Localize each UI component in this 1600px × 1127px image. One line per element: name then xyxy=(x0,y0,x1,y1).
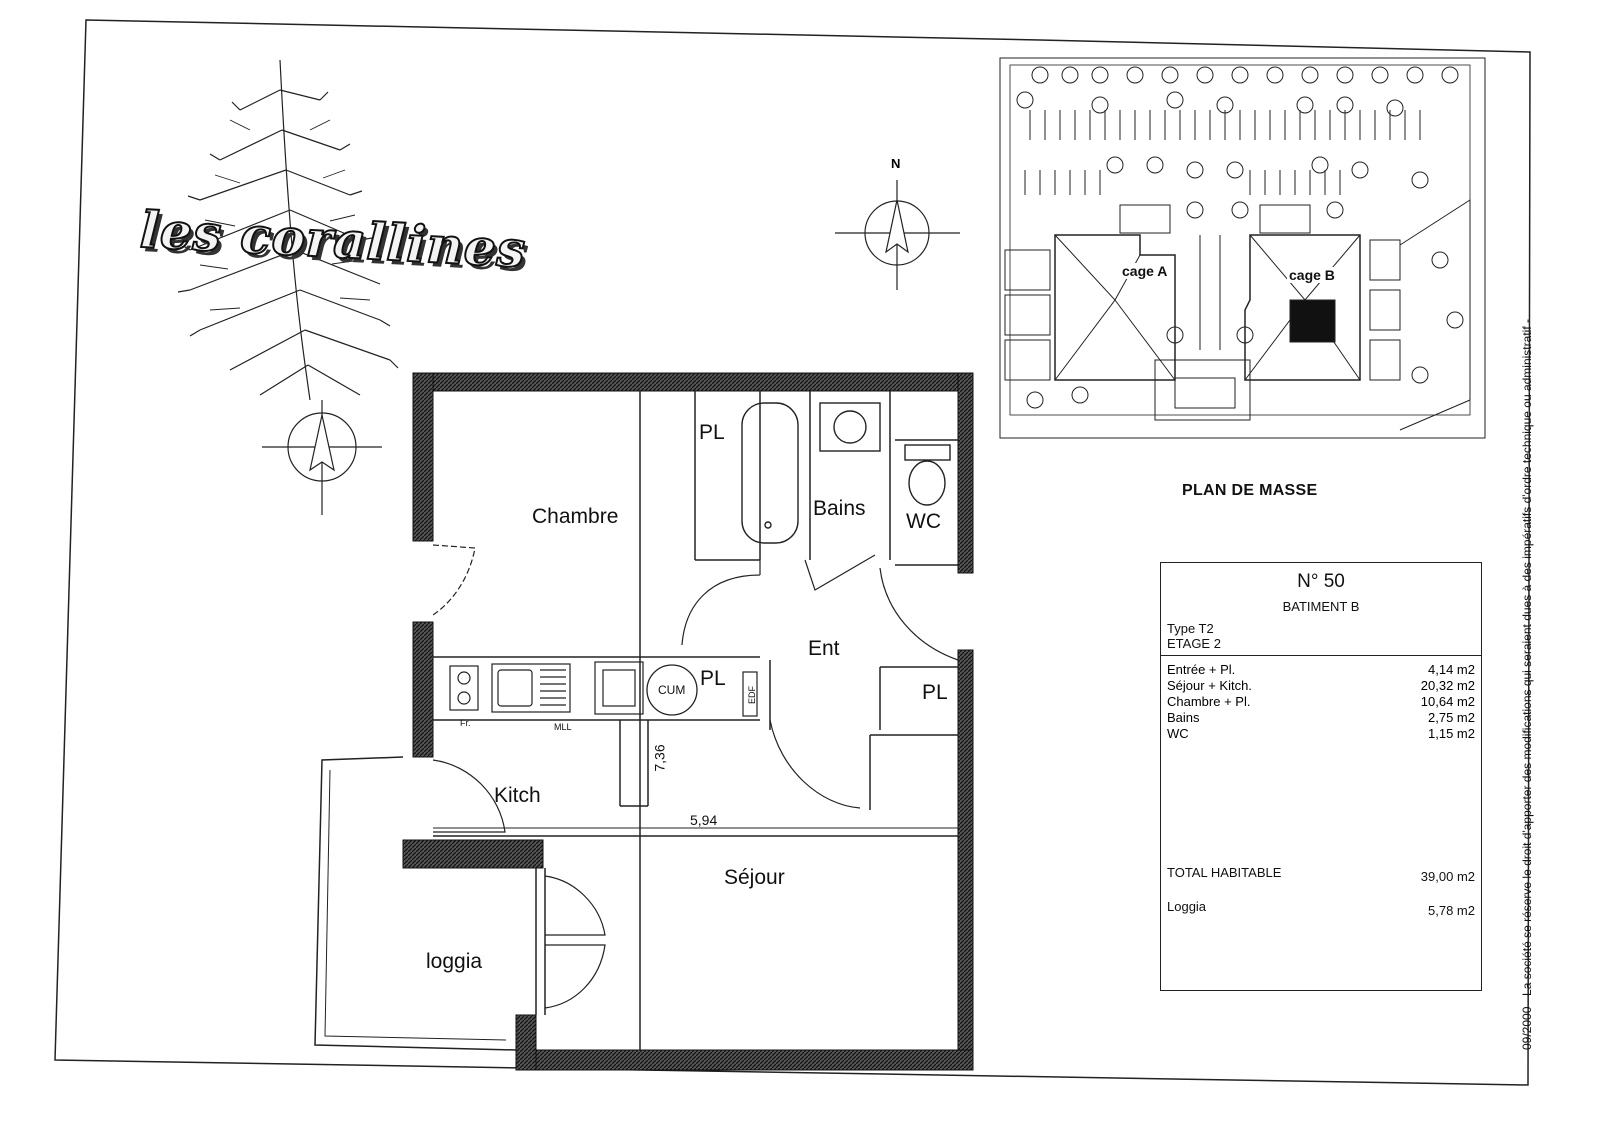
surface-value: 20,32 m2 xyxy=(1420,678,1475,693)
tree-logo-icon xyxy=(177,59,399,401)
surface-label: Chambre + Pl. xyxy=(1167,694,1251,709)
dimension-height: 7,36 xyxy=(651,744,668,772)
site-tree-icon xyxy=(1441,66,1459,84)
north-label: N xyxy=(891,156,901,171)
surface-row: Bains 2,75 m2 xyxy=(1167,710,1475,726)
site-tree-icon xyxy=(1226,161,1244,179)
site-tree-icon xyxy=(1161,66,1179,84)
site-tree-icon xyxy=(1231,66,1249,84)
label-pl-top: PL xyxy=(699,421,725,444)
site-tree-icon xyxy=(1336,66,1354,84)
label-cage-b: cage B xyxy=(1287,267,1337,283)
water-heater-icon xyxy=(646,664,698,716)
site-tree-icon xyxy=(1326,201,1344,219)
site-tree-icon xyxy=(1301,66,1319,84)
site-tree-icon xyxy=(1411,171,1429,189)
site-tree-icon xyxy=(1371,66,1389,84)
label-bains: Bains xyxy=(813,497,866,520)
site-tree-icon xyxy=(1091,96,1109,114)
label-entree: Ent xyxy=(808,637,840,660)
washbasin-icon xyxy=(819,402,881,452)
surface-row: Chambre + Pl. 10,64 m2 xyxy=(1167,694,1475,710)
surface-value: 4,14 m2 xyxy=(1428,662,1475,677)
surface-value: 10,64 m2 xyxy=(1420,694,1475,709)
loggia-value: 5,78 m2 xyxy=(1428,903,1475,918)
surface-label: WC xyxy=(1167,726,1189,741)
label-edf: EDF xyxy=(747,686,757,704)
label-mll: MLL xyxy=(554,722,572,732)
surface-row: Séjour + Kitch. 20,32 m2 xyxy=(1167,678,1475,694)
site-tree-icon xyxy=(1351,161,1369,179)
label-chambre: Chambre xyxy=(532,505,619,528)
site-tree-icon xyxy=(1406,66,1424,84)
site-tree-icon xyxy=(1186,201,1204,219)
label-wc: WC xyxy=(906,510,941,533)
site-tree-icon xyxy=(1386,99,1404,117)
kitchen-sink-icon xyxy=(491,663,571,713)
site-tree-icon xyxy=(1446,311,1464,329)
site-tree-icon xyxy=(1091,66,1109,84)
door-swings xyxy=(432,544,959,1009)
label-loggia: loggia xyxy=(426,950,483,973)
toilet-icon xyxy=(904,444,951,506)
side-disclaimer: 09/2000 - La société se réserve le droit… xyxy=(1520,319,1534,1050)
label-pl-right: PL xyxy=(922,681,948,704)
surface-label: Séjour + Kitch. xyxy=(1167,678,1252,693)
floor-plan xyxy=(314,372,974,1071)
floor-label: ETAGE 2 xyxy=(1167,636,1221,651)
site-tree-icon xyxy=(1166,91,1184,109)
site-tree-icon xyxy=(1071,386,1089,404)
sheet-border xyxy=(54,19,1531,1086)
site-tree-icon xyxy=(1266,66,1284,84)
site-tree-icon xyxy=(1126,66,1144,84)
label-cage-a: cage A xyxy=(1120,263,1170,279)
label-fridge: Fr. xyxy=(460,718,471,728)
edf-panel-icon xyxy=(742,671,758,717)
apartment-info-box: N° 50 BATIMENT B Type T2 ETAGE 2 Entrée … xyxy=(1160,562,1482,991)
site-tree-icon xyxy=(1311,156,1329,174)
surface-label: Entrée + Pl. xyxy=(1167,662,1236,677)
site-tree-icon xyxy=(1296,96,1314,114)
site-tree-icon xyxy=(1031,66,1049,84)
label-sejour: Séjour xyxy=(724,866,785,889)
cabinet-icon xyxy=(594,661,644,715)
building-label: BATIMENT B xyxy=(1282,599,1360,614)
surface-label: Bains xyxy=(1167,710,1200,725)
site-tree-icon xyxy=(1146,156,1164,174)
site-tree-icon xyxy=(1431,251,1449,269)
label-pl-kitchen: PL xyxy=(700,667,726,690)
bathtub-icon xyxy=(741,402,799,544)
surface-value: 1,15 m2 xyxy=(1428,726,1475,741)
north-arrow-small-icon xyxy=(262,400,382,515)
site-tree-icon xyxy=(1106,156,1124,174)
site-tree-icon xyxy=(1016,91,1034,109)
total-label: TOTAL HABITABLE xyxy=(1167,865,1282,880)
surface-row: Entrée + Pl. 4,14 m2 xyxy=(1167,662,1475,678)
loggia-label: Loggia xyxy=(1167,899,1207,914)
loggia-outline xyxy=(314,756,517,1051)
north-arrow-icon xyxy=(835,180,960,290)
label-cum: CUM xyxy=(658,683,686,697)
apartment-number: N° 50 xyxy=(1297,571,1345,592)
site-tree-icon xyxy=(1026,391,1044,409)
site-tree-icon xyxy=(1061,66,1079,84)
surface-row: WC 1,15 m2 xyxy=(1167,726,1475,742)
label-kitch: Kitch xyxy=(494,784,541,807)
site-tree-icon xyxy=(1196,66,1214,84)
site-tree-icon xyxy=(1186,161,1204,179)
total-value: 39,00 m2 xyxy=(1420,869,1475,884)
site-plan-title: PLAN DE MASSE xyxy=(1182,482,1318,499)
hob-icon xyxy=(449,665,479,711)
dimension-width: 5,94 xyxy=(690,812,718,828)
site-plan-map xyxy=(999,57,1486,439)
surface-value: 2,75 m2 xyxy=(1428,710,1475,725)
site-tree-icon xyxy=(1411,366,1429,384)
type-label: Type T2 xyxy=(1167,621,1214,636)
surface-table: Entrée + Pl. 4,14 m2 Séjour + Kitch. 20,32 … xyxy=(1161,656,1481,742)
site-tree-icon xyxy=(1231,201,1249,219)
